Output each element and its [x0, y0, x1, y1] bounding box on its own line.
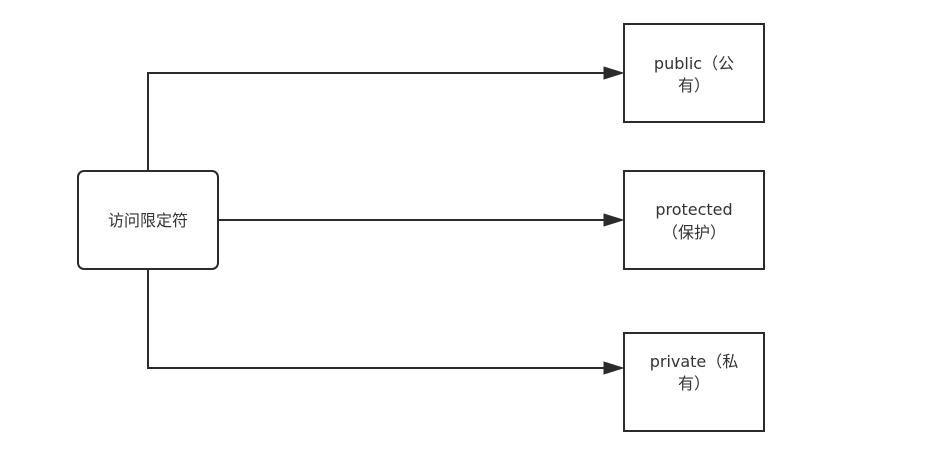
root-node-box[interactable] — [77, 170, 219, 270]
edge-root-to-private — [147, 269, 607, 369]
child-node-private-line1: private（私 — [650, 352, 739, 371]
child-node-public-box[interactable] — [623, 23, 765, 123]
child-node-protected-line1: protected — [655, 200, 732, 219]
child-node-public[interactable]: public（公 有） — [623, 23, 765, 123]
child-node-public-line1: public（公 — [654, 54, 734, 73]
root-node[interactable]: 访问限定符 — [77, 170, 219, 270]
arrowhead-private — [603, 361, 625, 375]
child-node-public-line2: 有） — [678, 76, 710, 95]
edges — [147, 66, 625, 375]
child-node-protected[interactable]: protected （保护） — [623, 170, 765, 270]
arrowhead-protected — [603, 213, 625, 227]
child-node-protected-line2: （保护） — [662, 223, 726, 242]
child-node-protected-box[interactable] — [623, 170, 765, 270]
child-node-private[interactable]: private（私 有） — [623, 332, 765, 432]
arrowhead-public — [603, 66, 625, 80]
edge-root-to-public — [147, 72, 607, 170]
root-node-label: 访问限定符 — [108, 211, 188, 230]
child-node-private-line2: 有） — [678, 374, 710, 393]
child-node-private-box[interactable] — [623, 332, 765, 432]
